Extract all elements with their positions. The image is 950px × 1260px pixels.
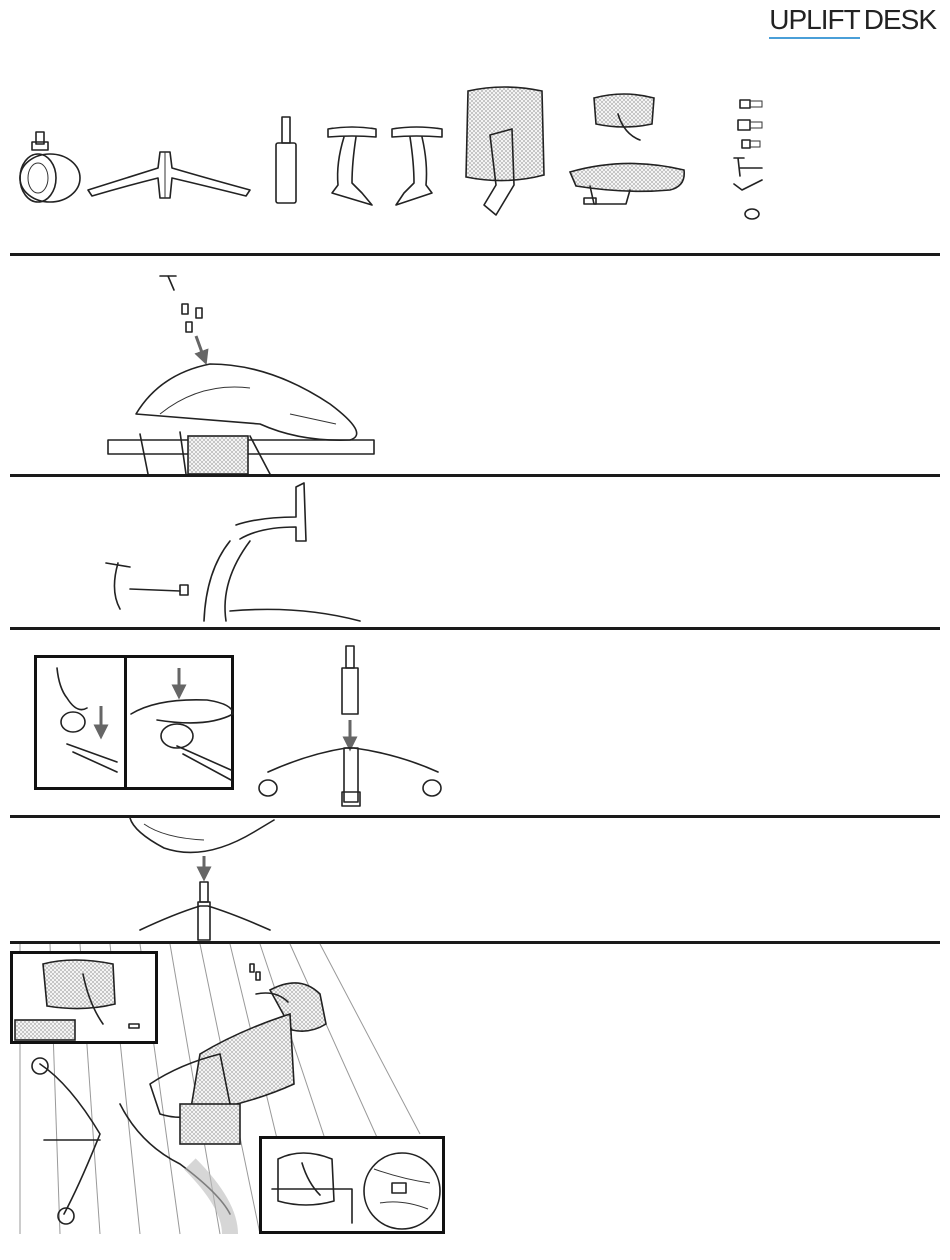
headrest-support-illustration bbox=[100, 481, 380, 629]
headrest-clip-inset bbox=[259, 1136, 445, 1234]
mesh-backrest-icon bbox=[456, 85, 551, 225]
seat-icon bbox=[566, 160, 690, 220]
screws-and-allen-key-icon bbox=[728, 96, 768, 226]
gas-cylinder-icon bbox=[272, 115, 302, 207]
parts-list bbox=[0, 60, 950, 250]
seat-on-cylinder-illustration bbox=[124, 818, 284, 942]
five-star-base-icon bbox=[86, 148, 256, 203]
seat-underside-illustration bbox=[100, 264, 390, 474]
step-attach-headrest-support bbox=[0, 477, 950, 627]
step-place-seat-on-cylinder bbox=[0, 818, 950, 941]
headrest-icon bbox=[590, 90, 660, 145]
armrests-icon bbox=[322, 123, 450, 208]
brand-name-uplift: UPLIFT bbox=[769, 4, 859, 37]
step-attach-backrest-to-seat bbox=[0, 256, 950, 474]
hand-inserting-caster-illustration bbox=[37, 658, 231, 787]
headrest-clip-detail-illustration bbox=[262, 1139, 442, 1231]
brand-name-desk: DESK bbox=[864, 4, 936, 35]
step-insert-casters-into-base bbox=[0, 630, 950, 815]
caster-wheel-icon bbox=[14, 130, 84, 205]
step-attach-headrest bbox=[0, 944, 950, 1244]
caster-insertion-inset bbox=[34, 655, 234, 790]
base-with-cylinder-illustration bbox=[258, 644, 448, 814]
